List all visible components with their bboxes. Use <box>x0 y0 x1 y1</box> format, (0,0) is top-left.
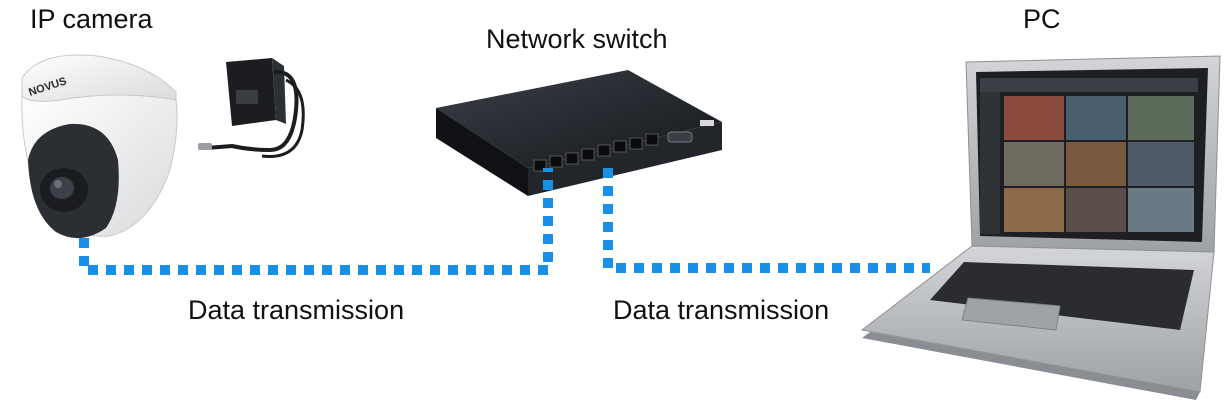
ip-camera-icon: NOVUS <box>21 54 178 239</box>
laptop-screen-cctv-grid <box>980 78 1198 234</box>
data-link-right <box>603 168 930 273</box>
data-transmission-label-right: Data transmission <box>613 295 830 325</box>
laptop-pc-icon <box>860 55 1221 400</box>
switch-ports <box>533 133 659 172</box>
link-switch-to-pc <box>603 168 930 273</box>
network-switch-label: Network switch <box>486 24 668 54</box>
pc-label: PC <box>1023 4 1061 34</box>
power-adapter-icon <box>198 58 305 158</box>
link-camera-to-switch <box>79 168 553 275</box>
ip-camera-label: IP camera <box>30 4 153 34</box>
data-link-left <box>79 168 553 275</box>
data-transmission-label-left: Data transmission <box>188 295 405 325</box>
network-switch-icon <box>436 70 722 196</box>
